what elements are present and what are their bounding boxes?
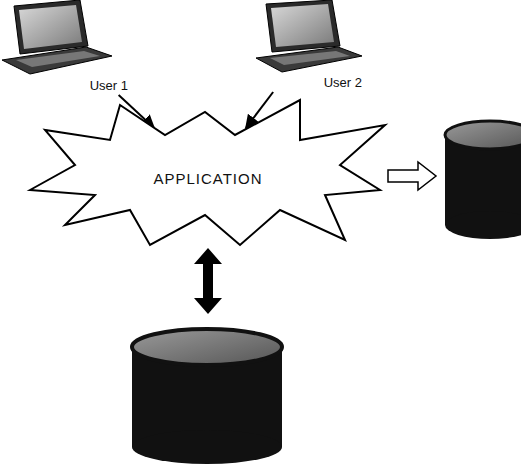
laptop-icon (256, 0, 362, 72)
user-label: User 2 (324, 75, 362, 90)
database-cylinder (132, 329, 282, 464)
application-label: APPLICATION (153, 170, 262, 187)
database-cylinder (445, 121, 521, 239)
user-label: User 1 (90, 78, 128, 93)
laptop-icon (2, 0, 112, 74)
hollow-arrow (388, 162, 436, 190)
application-burst: APPLICATION (62, 128, 354, 228)
user-laptop: User 2 (252, 0, 364, 92)
double-arrow (194, 248, 222, 314)
user-laptop: User 1 (5, 0, 130, 95)
